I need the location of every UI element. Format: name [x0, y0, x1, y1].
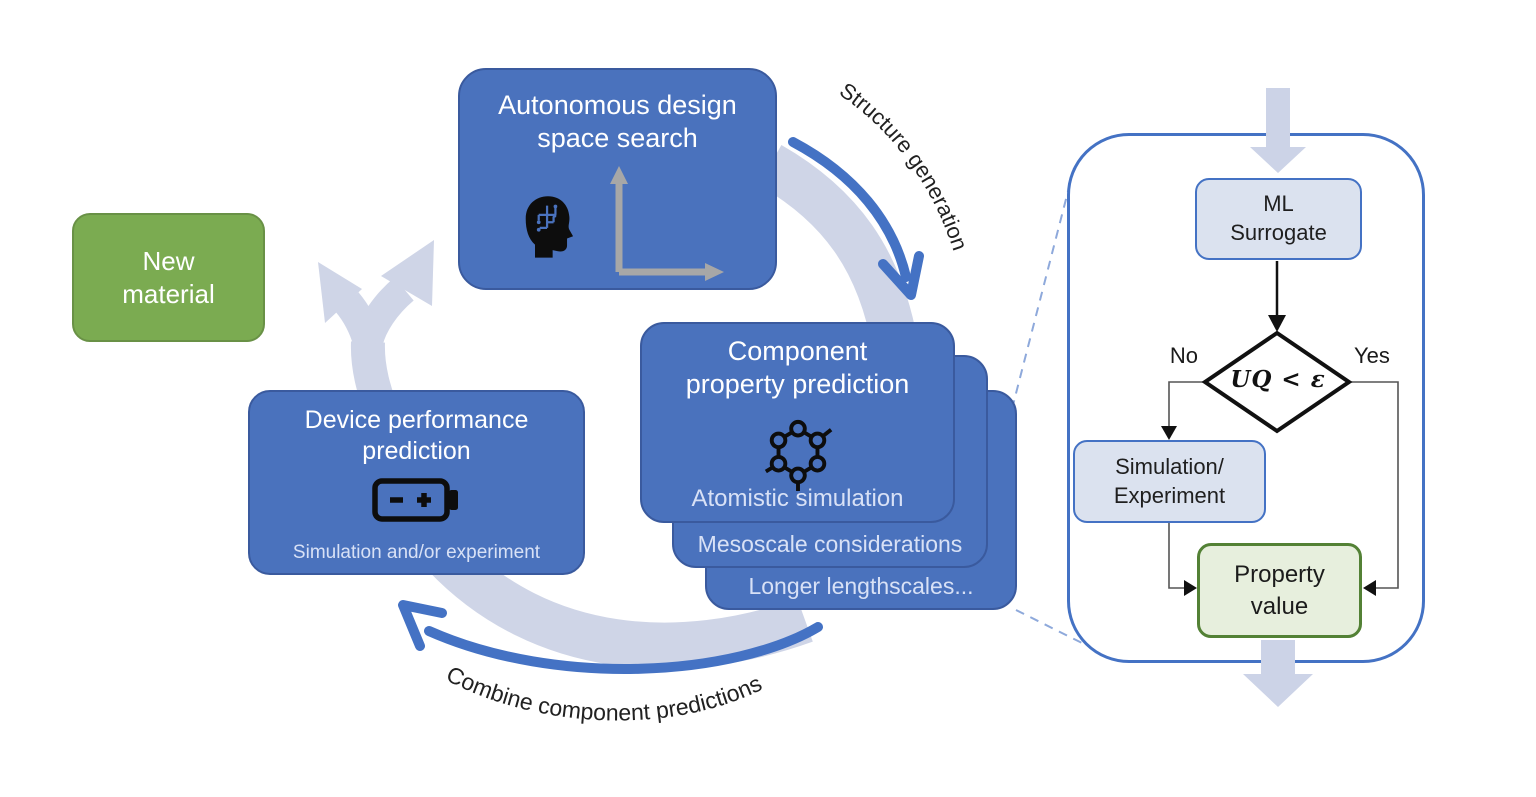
- ml-to-decision-arrow: [1268, 261, 1286, 332]
- new-material-label: New material: [122, 246, 215, 309]
- device-subtitle: Simulation and/or experiment: [292, 542, 541, 563]
- property-value-label: Property value: [1234, 561, 1325, 620]
- decision-no-label: No: [1169, 343, 1198, 368]
- longer-lengthscales-label: Longer lengthscales...: [748, 573, 974, 599]
- mesoscale-label: Mesoscale considerations: [697, 531, 963, 557]
- property-value-box: Property value: [1197, 543, 1362, 638]
- combine-predictions-arrow: [398, 600, 823, 674]
- panel-output-arrow: [1243, 640, 1313, 707]
- decision-condition-label: UQ < ε: [1230, 366, 1326, 393]
- ml-surrogate-box: ML Surrogate: [1195, 178, 1362, 260]
- structure-generation-arrow: [788, 137, 924, 300]
- component-property-title: Component property prediction: [685, 336, 910, 400]
- molecule-icon: [764, 419, 832, 491]
- battery-icon: [371, 478, 458, 522]
- simexp-to-property-connector: [1168, 523, 1197, 596]
- component-property-box: Component property prediction Atomistic …: [640, 322, 955, 523]
- autonomous-design-title: Autonomous design space search: [498, 90, 737, 154]
- panel-input-arrow: [1250, 88, 1306, 173]
- no-branch-connector: [1161, 381, 1205, 440]
- device-performance-title: Device performance prediction: [304, 406, 529, 465]
- ml-surrogate-label: ML Surrogate: [1230, 191, 1327, 245]
- simulation-experiment-label: Simulation/ Experiment: [1113, 453, 1226, 508]
- new-material-box: New material: [72, 213, 265, 342]
- autonomous-design-box: Autonomous design space search: [458, 68, 777, 290]
- decision-diamond: [1201, 330, 1353, 434]
- cycle-ring-arc: [428, 145, 918, 669]
- decision-yes-label: Yes: [1354, 343, 1390, 368]
- simulation-experiment-box: Simulation/ Experiment: [1073, 440, 1266, 523]
- yes-branch-connector: [1349, 381, 1399, 596]
- design-space-axes-icon: [610, 166, 724, 281]
- brain-circuit-head-icon: [525, 196, 574, 258]
- device-performance-box: Device performance prediction Simulation…: [248, 390, 585, 575]
- atomistic-simulation-label: Atomistic simulation: [691, 485, 904, 512]
